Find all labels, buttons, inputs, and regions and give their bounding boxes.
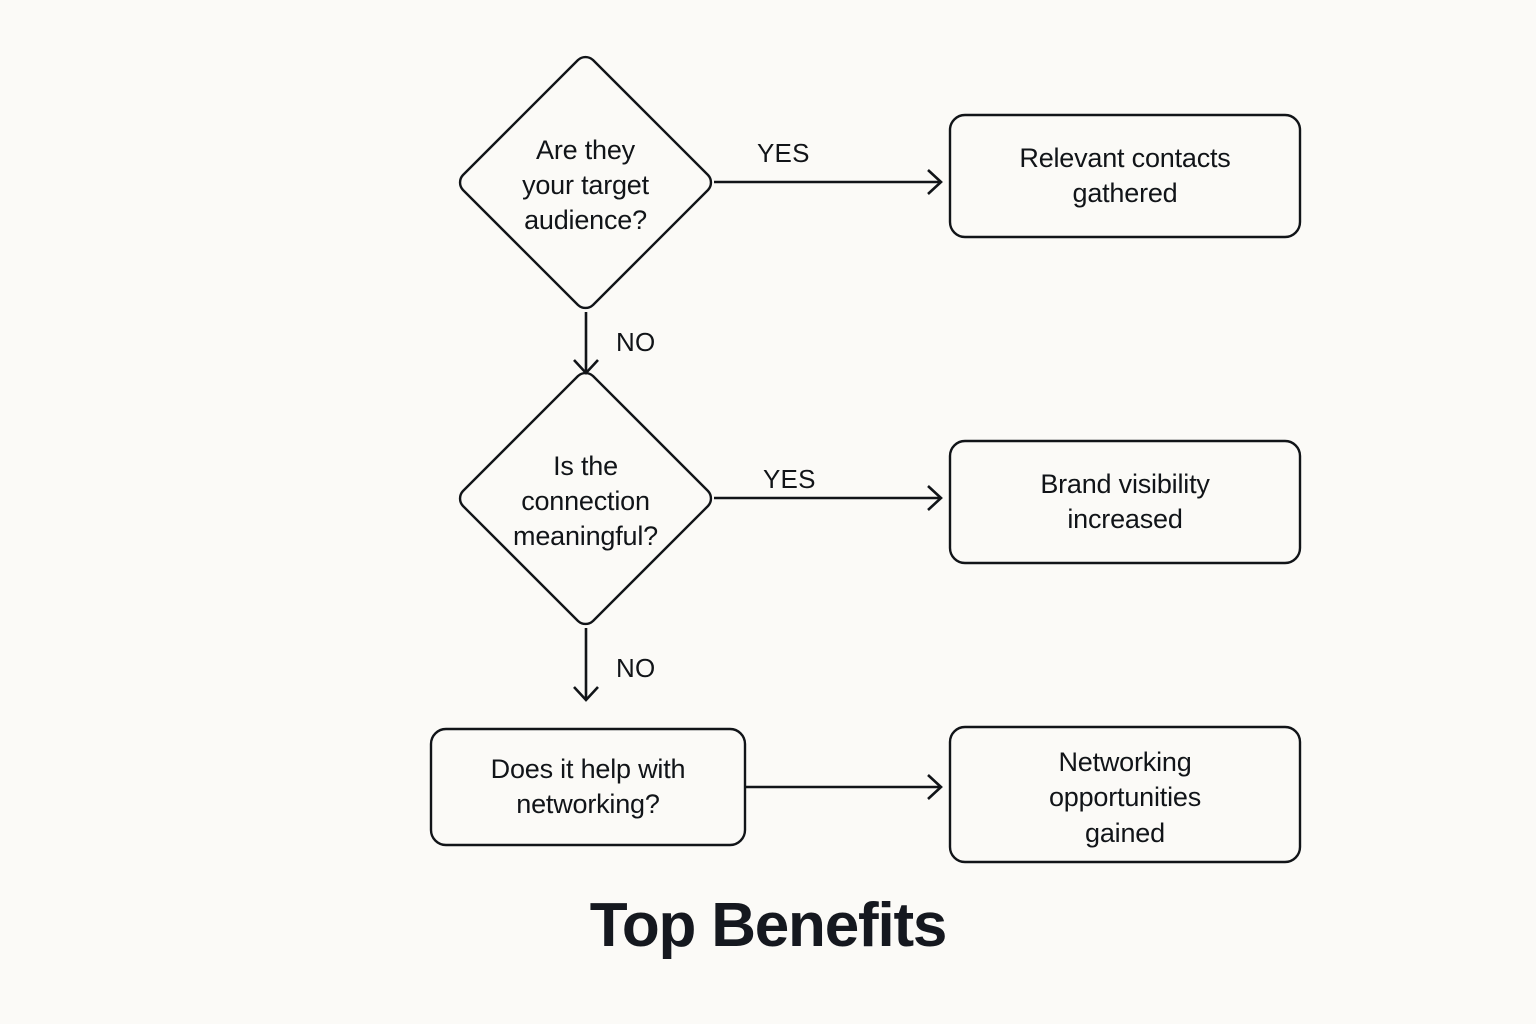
edge-decision2-to-outcome2 [714, 485, 943, 511]
outcome-node-2-shape[interactable] [948, 439, 1302, 565]
page-title: Top Benefits [589, 891, 948, 960]
decision-node-2-shape[interactable] [458, 371, 713, 626]
decision-node-1-shape[interactable] [458, 55, 713, 310]
outcome-node-1-shape[interactable] [948, 113, 1302, 239]
edge-decision1-to-decision2 [573, 312, 599, 375]
edge-decision3-to-outcome3 [746, 774, 943, 800]
edge-decision2-to-decision3 [573, 628, 599, 702]
edge-decision1-to-outcome1 [714, 169, 943, 195]
outcome-node-3-shape[interactable] [948, 725, 1302, 864]
decision-node-3-shape[interactable] [429, 727, 747, 847]
